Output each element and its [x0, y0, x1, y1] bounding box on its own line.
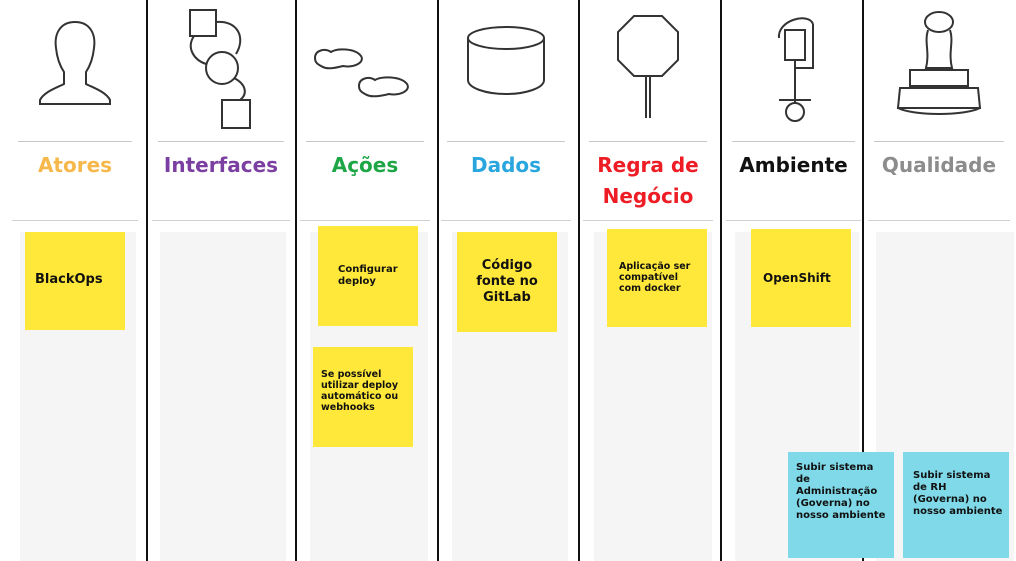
stop-sign-icon [583, 0, 713, 140]
sticky-note-text: Subir sistema de Administração (Governa)… [796, 462, 886, 521]
header-rule [158, 141, 284, 142]
column-title-regra-text: Regra de Negócio [597, 153, 699, 208]
header-rule [874, 141, 1004, 142]
column-header-dados: Dados [441, 0, 571, 221]
sticky-note-text: Se possível utilizar deploy automático o… [321, 369, 399, 413]
column-title-qualidade: Qualidade [881, 153, 997, 177]
column-header-regra: Regra de Negócio [583, 0, 713, 221]
sticky-note-text: Subir sistema de RH (Governa) no nosso a… [913, 470, 1003, 517]
column-divider [720, 0, 722, 561]
column-title-atores: Atores [37, 153, 113, 177]
clamp-icon [726, 0, 861, 140]
column-title-interfaces: Interfaces [163, 153, 279, 177]
column-header-ambiente: Ambiente [726, 0, 861, 221]
footprints-icon [300, 0, 430, 140]
header-rule [589, 141, 707, 142]
sticky-note-configurar-deploy[interactable]: Configurar deploy [318, 226, 418, 326]
column-title-acoes: Ações [331, 153, 399, 177]
column-divider [295, 0, 297, 561]
column-divider [146, 0, 148, 561]
column-divider [862, 0, 864, 561]
header-rule [306, 141, 424, 142]
column-divider [578, 0, 580, 561]
column-header-qualidade: Qualidade [868, 0, 1010, 221]
column-header-interfaces: Interfaces [152, 0, 290, 221]
column-header-atores: Atores [12, 0, 138, 221]
sticky-note-rh-governa[interactable]: Subir sistema de RH (Governa) no nosso a… [903, 452, 1009, 558]
sticky-note-admin-governa[interactable]: Subir sistema de Administração (Governa)… [788, 452, 894, 558]
sticky-note-text: Configurar deploy [338, 264, 398, 287]
sticky-note-text: BlackOps [35, 272, 103, 287]
sticky-note-openshift[interactable]: OpenShift [751, 229, 851, 327]
header-rule [18, 141, 132, 142]
sticky-note-codigo-gitlab[interactable]: Código fonte no GitLab [457, 232, 557, 332]
sticky-note-text: Aplicação ser compatível com docker [619, 261, 691, 294]
sticky-note-text: Código fonte no GitLab [476, 258, 538, 305]
sticky-note-blackops[interactable]: BlackOps [25, 232, 125, 330]
person-icon [12, 0, 138, 140]
column-title-regra: Regra de Negócio [583, 150, 713, 212]
column-title-ambiente: Ambiente [739, 153, 848, 177]
column-header-acoes: Ações [300, 0, 430, 221]
database-icon [441, 0, 571, 140]
sticky-note-docker[interactable]: Aplicação ser compatível com docker [607, 229, 707, 327]
column-body-interfaces [160, 232, 286, 561]
sticky-note-deploy-automatico[interactable]: Se possível utilizar deploy automático o… [313, 347, 413, 447]
header-rule [447, 141, 565, 142]
column-title-dados: Dados [470, 153, 542, 177]
flow-diagram-icon [152, 0, 290, 140]
header-rule [732, 141, 855, 142]
stamp-icon [868, 0, 1010, 140]
column-divider [437, 0, 439, 561]
sticky-note-text: OpenShift [763, 271, 831, 285]
